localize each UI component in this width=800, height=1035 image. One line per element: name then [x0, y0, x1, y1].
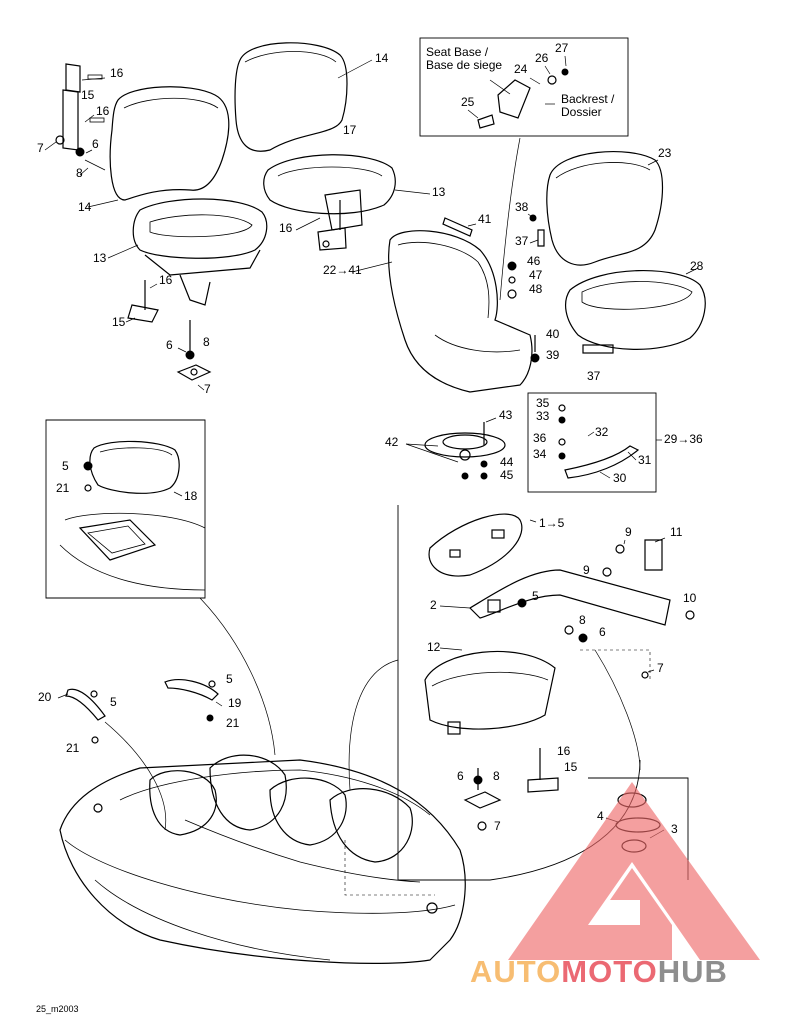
callout-c9a: 9: [625, 525, 632, 539]
callout-c30: 30: [613, 471, 627, 485]
callout-c5c: 5: [226, 672, 233, 686]
callout-c21c: 21: [66, 741, 80, 755]
watermark-part2: MOTO: [561, 954, 657, 989]
callout-c16e: 16: [557, 744, 571, 758]
callout-c6d: 6: [457, 769, 464, 783]
callout-c42: 42: [385, 435, 399, 449]
inset-line3: Backrest /: [561, 92, 615, 106]
inset-lever-assembly: [527, 392, 662, 493]
inset-seat-base-backrest: Seat Base / Base de siege Backrest / Dos…: [419, 37, 629, 301]
callout-c35: 35: [536, 396, 550, 410]
inset-line2: Base de siege: [426, 58, 502, 72]
callout-c36: 36: [533, 431, 547, 445]
callout-c5a: 5: [62, 459, 69, 473]
callout-c32: 32: [595, 425, 609, 439]
callout-c13b: 13: [93, 251, 107, 265]
callout-c7c: 7: [657, 661, 664, 675]
callout-c5d: 5: [110, 695, 117, 709]
callout-c16a: 16: [110, 66, 124, 80]
callout-c12: 12: [427, 640, 441, 654]
seat-base-plate: [405, 417, 506, 480]
callout-c19: 19: [228, 696, 242, 710]
callout-c2: 2: [430, 598, 437, 612]
handle-hardware: [57, 679, 223, 744]
callout-c41: 41: [478, 212, 492, 226]
inset-line4: Dossier: [561, 105, 602, 119]
callout-c33: 33: [536, 409, 550, 423]
callout-c4: 4: [597, 809, 604, 823]
callout-c39: 39: [546, 348, 560, 362]
watermark-part1: AUTO: [470, 954, 561, 989]
callout-c23: 23: [658, 146, 672, 160]
callout-c15a: 15: [81, 88, 95, 102]
callout-c37b: 37: [587, 369, 601, 383]
callout-c34: 34: [533, 447, 547, 461]
watermark-part3: HUB: [658, 954, 728, 989]
callout-c38: 38: [515, 200, 529, 214]
callout-c3: 3: [671, 822, 678, 836]
callout-c8b: 8: [203, 335, 210, 349]
callout-c6c: 6: [599, 625, 606, 639]
callout-c8a: 8: [76, 166, 83, 180]
callout-c46: 46: [527, 254, 541, 268]
callout-c40: 40: [546, 327, 560, 341]
callout-c7a: 7: [37, 141, 44, 155]
callout-c45: 45: [500, 468, 514, 482]
callout-c21a: 21: [56, 481, 70, 495]
callout-c31: 31: [638, 453, 652, 467]
callout-c27: 27: [555, 41, 569, 55]
callout-c13a: 13: [432, 185, 446, 199]
callout-c25: 25: [461, 95, 475, 109]
callout-c8c: 8: [579, 613, 586, 627]
callout-c20: 20: [38, 690, 52, 704]
callout-c5b: 5: [532, 589, 539, 603]
callout-c17: 17: [343, 123, 357, 137]
callout-c43: 43: [499, 408, 513, 422]
callout-c7b: 7: [204, 382, 211, 396]
footer-code: 25_m2003: [36, 1004, 79, 1014]
callout-c16c: 16: [279, 221, 293, 235]
callout-c26: 26: [535, 51, 549, 65]
callout-c14b: 14: [78, 200, 92, 214]
inset-line1: Seat Base /: [426, 45, 489, 59]
callout-c11: 11: [670, 525, 683, 539]
callout-c7d: 7: [494, 819, 501, 833]
rear-seat-assembly-left: [44, 63, 268, 391]
callout-c22: 22→41: [323, 263, 362, 277]
boat-hull: [59, 597, 641, 964]
callout-c10: 10: [683, 591, 697, 605]
callout-c9b: 9: [583, 563, 590, 577]
callout-c2936: 29→36: [664, 432, 703, 446]
callout-c28: 28: [690, 259, 704, 273]
watermark-logo: AUTOMOTOHUB: [470, 782, 760, 989]
callout-c16d: 16: [159, 273, 173, 287]
callout-c44: 44: [500, 455, 514, 469]
watermark-triangle-icon: [508, 782, 760, 960]
callout-c15: 1→5: [539, 516, 565, 530]
callout-c8d: 8: [493, 769, 500, 783]
rear-seat-assembly-right: [546, 151, 706, 354]
callout-c18: 18: [184, 489, 198, 503]
callout-c21b: 21: [226, 716, 240, 730]
callout-c6b: 6: [166, 338, 173, 352]
callout-c16b: 16: [96, 104, 110, 118]
callout-c48: 48: [529, 282, 543, 296]
callout-c6a: 6: [92, 137, 99, 151]
callout-c15b: 15: [112, 315, 126, 329]
watermark-text: AUTOMOTOHUB: [470, 954, 728, 989]
callout-c15e: 15: [564, 760, 578, 774]
callout-c37a: 37: [515, 234, 529, 248]
callout-c47: 47: [529, 268, 543, 282]
callout-c24: 24: [514, 62, 528, 76]
inset-front-seat: [45, 419, 206, 599]
driver-seat-assembly: [351, 213, 545, 393]
callout-c14a: 14: [375, 51, 389, 65]
rear-seat-assembly-middle: [234, 42, 431, 251]
